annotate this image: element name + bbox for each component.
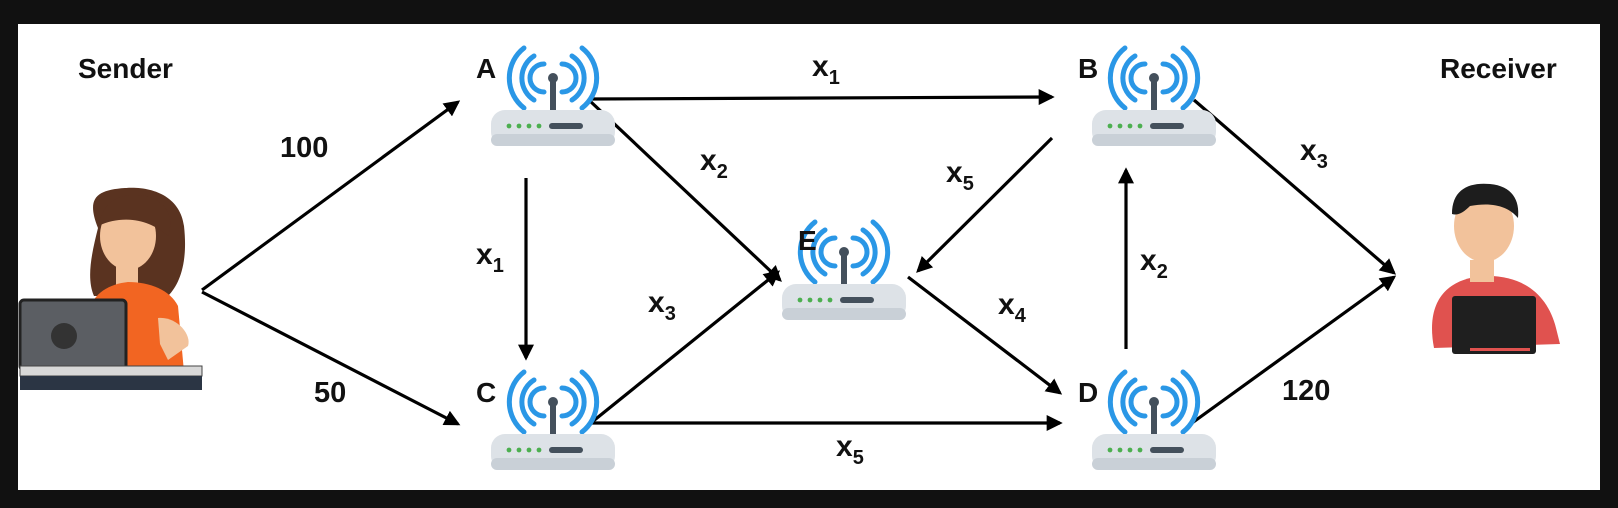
edge-label-b-receiver: x3 (1300, 134, 1328, 173)
edge-label-c-e: x3 (648, 286, 676, 325)
node-a-label: A (476, 53, 496, 84)
edge-label-sender-a: 100 (280, 132, 328, 164)
edge-c-e (590, 270, 781, 424)
edge-label-e-d: x4 (998, 288, 1027, 327)
edge-d-receiver (1191, 275, 1397, 425)
edge-sender-c (201, 290, 461, 426)
edge-label-a-b: x1 (812, 50, 840, 89)
edge-a-b (589, 89, 1055, 106)
router-c-icon (491, 372, 615, 470)
router-a-icon (491, 48, 615, 146)
sender-label: Sender (78, 53, 173, 84)
edge-label-a-c: x1 (476, 238, 504, 277)
edge-b-receiver (1192, 98, 1397, 275)
node-c-label: C (476, 377, 496, 408)
edge-e-d (907, 275, 1063, 395)
receiver-label: Receiver (1440, 53, 1557, 84)
sender-person-icon (18, 187, 203, 390)
node-d-label: D (1078, 377, 1098, 408)
edge-sender-a (201, 100, 461, 292)
edge-label-d-receiver: 120 (1282, 375, 1330, 407)
node-e-label: E (798, 225, 817, 256)
edge-label-c-d: x5 (836, 430, 864, 469)
edge-b-e (916, 136, 1054, 273)
node-b-label: B (1078, 53, 1098, 84)
edge-a-e (588, 99, 782, 282)
edge-label-d-b: x2 (1140, 244, 1168, 283)
receiver-person-icon (1432, 183, 1560, 354)
edge-label-sender-c: 50 (314, 377, 346, 409)
edge-label-a-e: x2 (700, 144, 728, 183)
router-b-icon (1092, 48, 1216, 146)
edge-label-b-e: x5 (946, 156, 974, 195)
diagram-panel (18, 24, 1600, 490)
